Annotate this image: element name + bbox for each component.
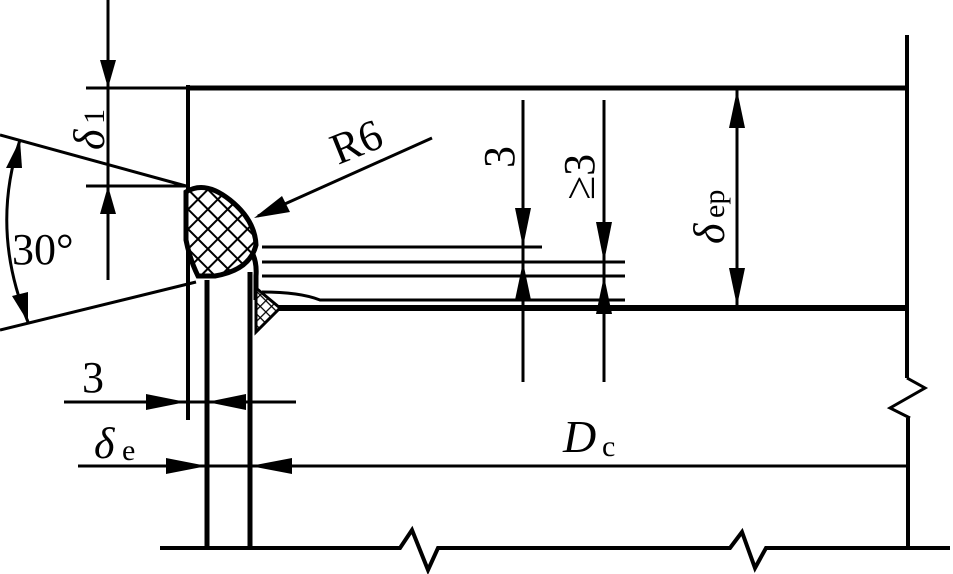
delta1-dimension bbox=[86, 0, 188, 280]
dc-label: D bbox=[562, 411, 596, 462]
delta-e-label: δ bbox=[94, 419, 116, 468]
delta-e-dimension bbox=[78, 458, 906, 474]
dim-3-horizontal-label: 3 bbox=[82, 353, 104, 402]
dim-3-vertical-label: 3 bbox=[475, 146, 524, 168]
delta1-subscript: 1 bbox=[78, 109, 111, 124]
delta1-label: δ bbox=[65, 128, 114, 150]
shell-plate bbox=[204, 235, 259, 548]
delta-ep-subscript: ep bbox=[698, 190, 731, 218]
angle-dimension bbox=[0, 133, 197, 332]
fillet-weld bbox=[254, 284, 283, 336]
dim-ge3-label: ≥3 bbox=[555, 154, 604, 200]
dim-ge3-vertical bbox=[596, 100, 612, 382]
delta-ep-dimension bbox=[729, 88, 745, 308]
dc-subscript: c bbox=[602, 430, 615, 463]
dim-3-horizontal bbox=[64, 394, 296, 410]
dim-3-vertical bbox=[515, 100, 531, 382]
radius-label: R6 bbox=[323, 110, 389, 175]
radius-leader bbox=[254, 136, 433, 218]
corner-weld bbox=[183, 185, 259, 279]
delta-e-subscript: e bbox=[122, 434, 135, 467]
delta-ep-label: δ bbox=[685, 222, 734, 244]
tank-outline bbox=[160, 35, 950, 574]
angle-label: 30° bbox=[12, 225, 74, 274]
layer-lines bbox=[261, 245, 625, 302]
